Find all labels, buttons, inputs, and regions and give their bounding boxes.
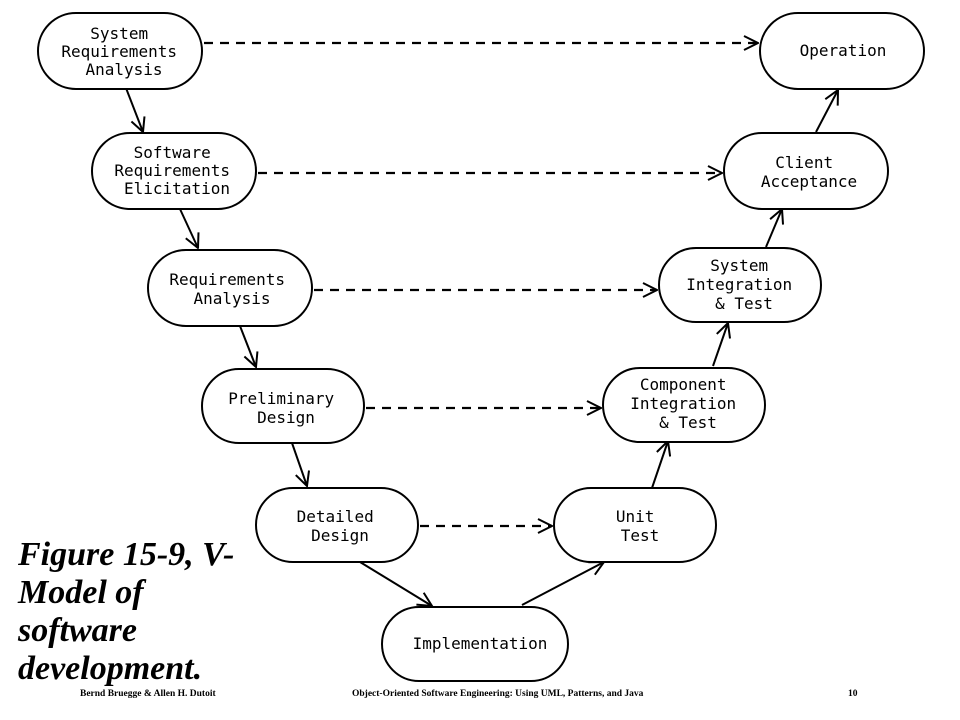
node-requirements-analysis: Requirements Analysis	[147, 249, 313, 327]
flow-arrow-component-to-system	[712, 323, 728, 367]
svg-text:Client Acceptance: Client Acceptance	[761, 153, 857, 191]
svg-text:Detailed Design: Detailed Design	[297, 507, 384, 545]
flow-arrow-swreq-to-reqanalysis	[179, 208, 198, 248]
node-detailed-design: Detailed Design	[255, 487, 419, 563]
svg-text:Requirements Analysis: Requirements Analysis	[169, 270, 294, 308]
footer-book-title: Object-Oriented Software Engineering: Us…	[352, 689, 644, 699]
svg-text:System Requirements: System Requirements Analysis	[61, 24, 186, 79]
flow-arrow-detailed-to-impl	[359, 561, 432, 606]
svg-text:Preliminary Design: Preliminary Design	[228, 389, 344, 427]
flow-arrow-client-to-operation	[815, 90, 838, 133]
svg-text:Unit Test: Unit Test	[616, 507, 664, 545]
node-system-integration-test: System Integration & Test	[658, 247, 822, 323]
node-client-acceptance: Client Acceptance	[723, 132, 889, 210]
node-unit-test: Unit Test	[553, 487, 717, 563]
flow-arrow-reqanalysis-to-prelim	[239, 325, 256, 367]
node-operation: Operation	[759, 12, 925, 90]
svg-text:System Integration: System Integration & Test	[686, 256, 802, 313]
footer-page-number: 10	[848, 689, 858, 699]
node-component-integration-test: Component Integration & Test	[602, 367, 766, 443]
footer-authors: Bernd Bruegge & Allen H. Dutoit	[80, 689, 216, 699]
node-software-requirements-elicitation: Software Requirements Elicitation	[91, 132, 257, 210]
flow-arrow-unit-to-component	[651, 441, 668, 489]
flow-arrow-sysreq-to-swreq	[125, 87, 143, 132]
svg-text:Component Integration: Component Integration & Test	[630, 375, 746, 432]
node-preliminary-design: Preliminary Design	[201, 368, 365, 444]
svg-text:Operation: Operation	[800, 41, 887, 60]
svg-text:Software Requirements: Software Requirements Elicitation	[114, 143, 239, 198]
node-implementation: Implementation	[381, 606, 569, 682]
node-system-requirements-analysis: System Requirements Analysis	[37, 12, 203, 90]
flow-arrow-prelim-to-detailed	[291, 442, 307, 486]
figure-caption: Figure 15-9, V-Model of software develop…	[18, 536, 235, 687]
flow-arrow-system-to-client	[765, 209, 782, 248]
svg-text:Implementation: Implementation	[413, 634, 548, 653]
flow-arrow-impl-to-unit	[521, 562, 604, 606]
